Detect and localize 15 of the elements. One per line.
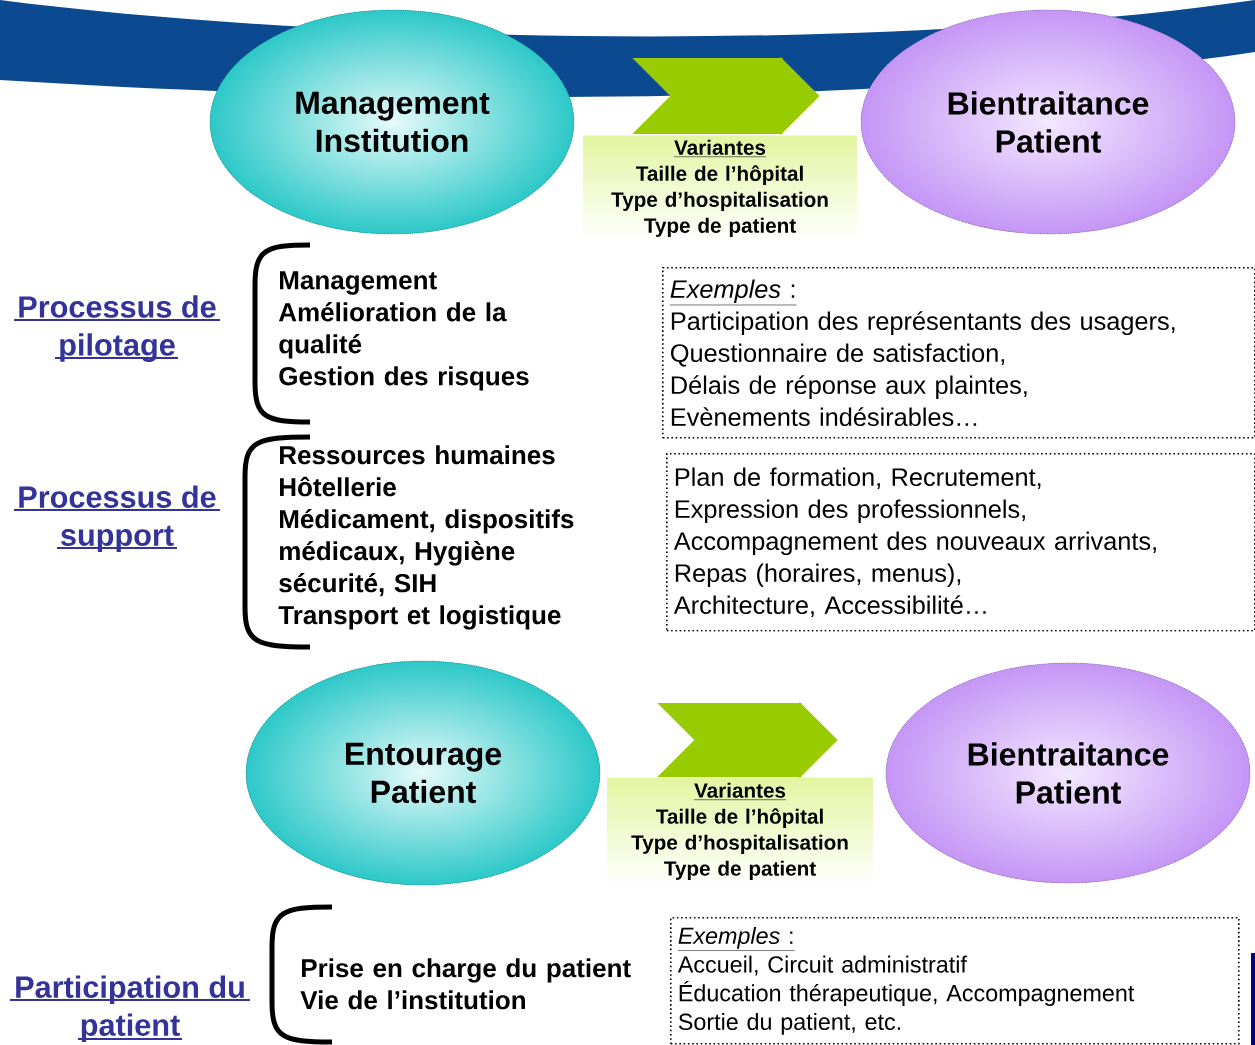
examples-box: Exemples : Accueil, Circuit administratif Éducation thérapeutique, Accompagnement Sortie du patient, etc.	[670, 917, 1240, 1045]
variants-box: Variantes Taille de l’hôpital Type d’hospitalisation Type de patient	[631, 782, 848, 880]
examples-box: Exemples : Participation des représentants des usagers, Questionnaire de satisfaction, Délais de réponse aux plaintes, Evènements indésirables…	[662, 267, 1255, 439]
label: Ressources humaines	[280, 445, 555, 465]
section-heading: Processus de pilotage	[13, 295, 221, 362]
section-heading: Participation du patient	[9, 975, 251, 1042]
label: Transport et logistique	[278, 605, 561, 630]
item-list: Ressources humaines Hôtellerie Médicament, dispositifs médicaux, Hygiène sécurité, SIH Transport et logistique	[278, 445, 574, 630]
label: Hôtellerie	[280, 476, 396, 497]
examples-box: Plan de formation, Recrutement, Expression des professionnels, Accompagnement des nouveaux arrivants, Repas (horaires, menus), Architecture, Accessibilité…	[666, 453, 1255, 632]
label: Médicament, dispositifs médicaux, Hygiène sécurité, SIH	[279, 509, 574, 597]
item-list: Prise en charge du patient Vie de l’institution	[300, 958, 631, 1010]
variants-box: Variantes Taille de l’hôpital Type d’hospitalisation Type de patient	[611, 139, 828, 237]
item-list: Management Amélioration de la qualité Gestion des risques	[278, 271, 529, 391]
section-heading: Processus de support	[13, 485, 221, 552]
